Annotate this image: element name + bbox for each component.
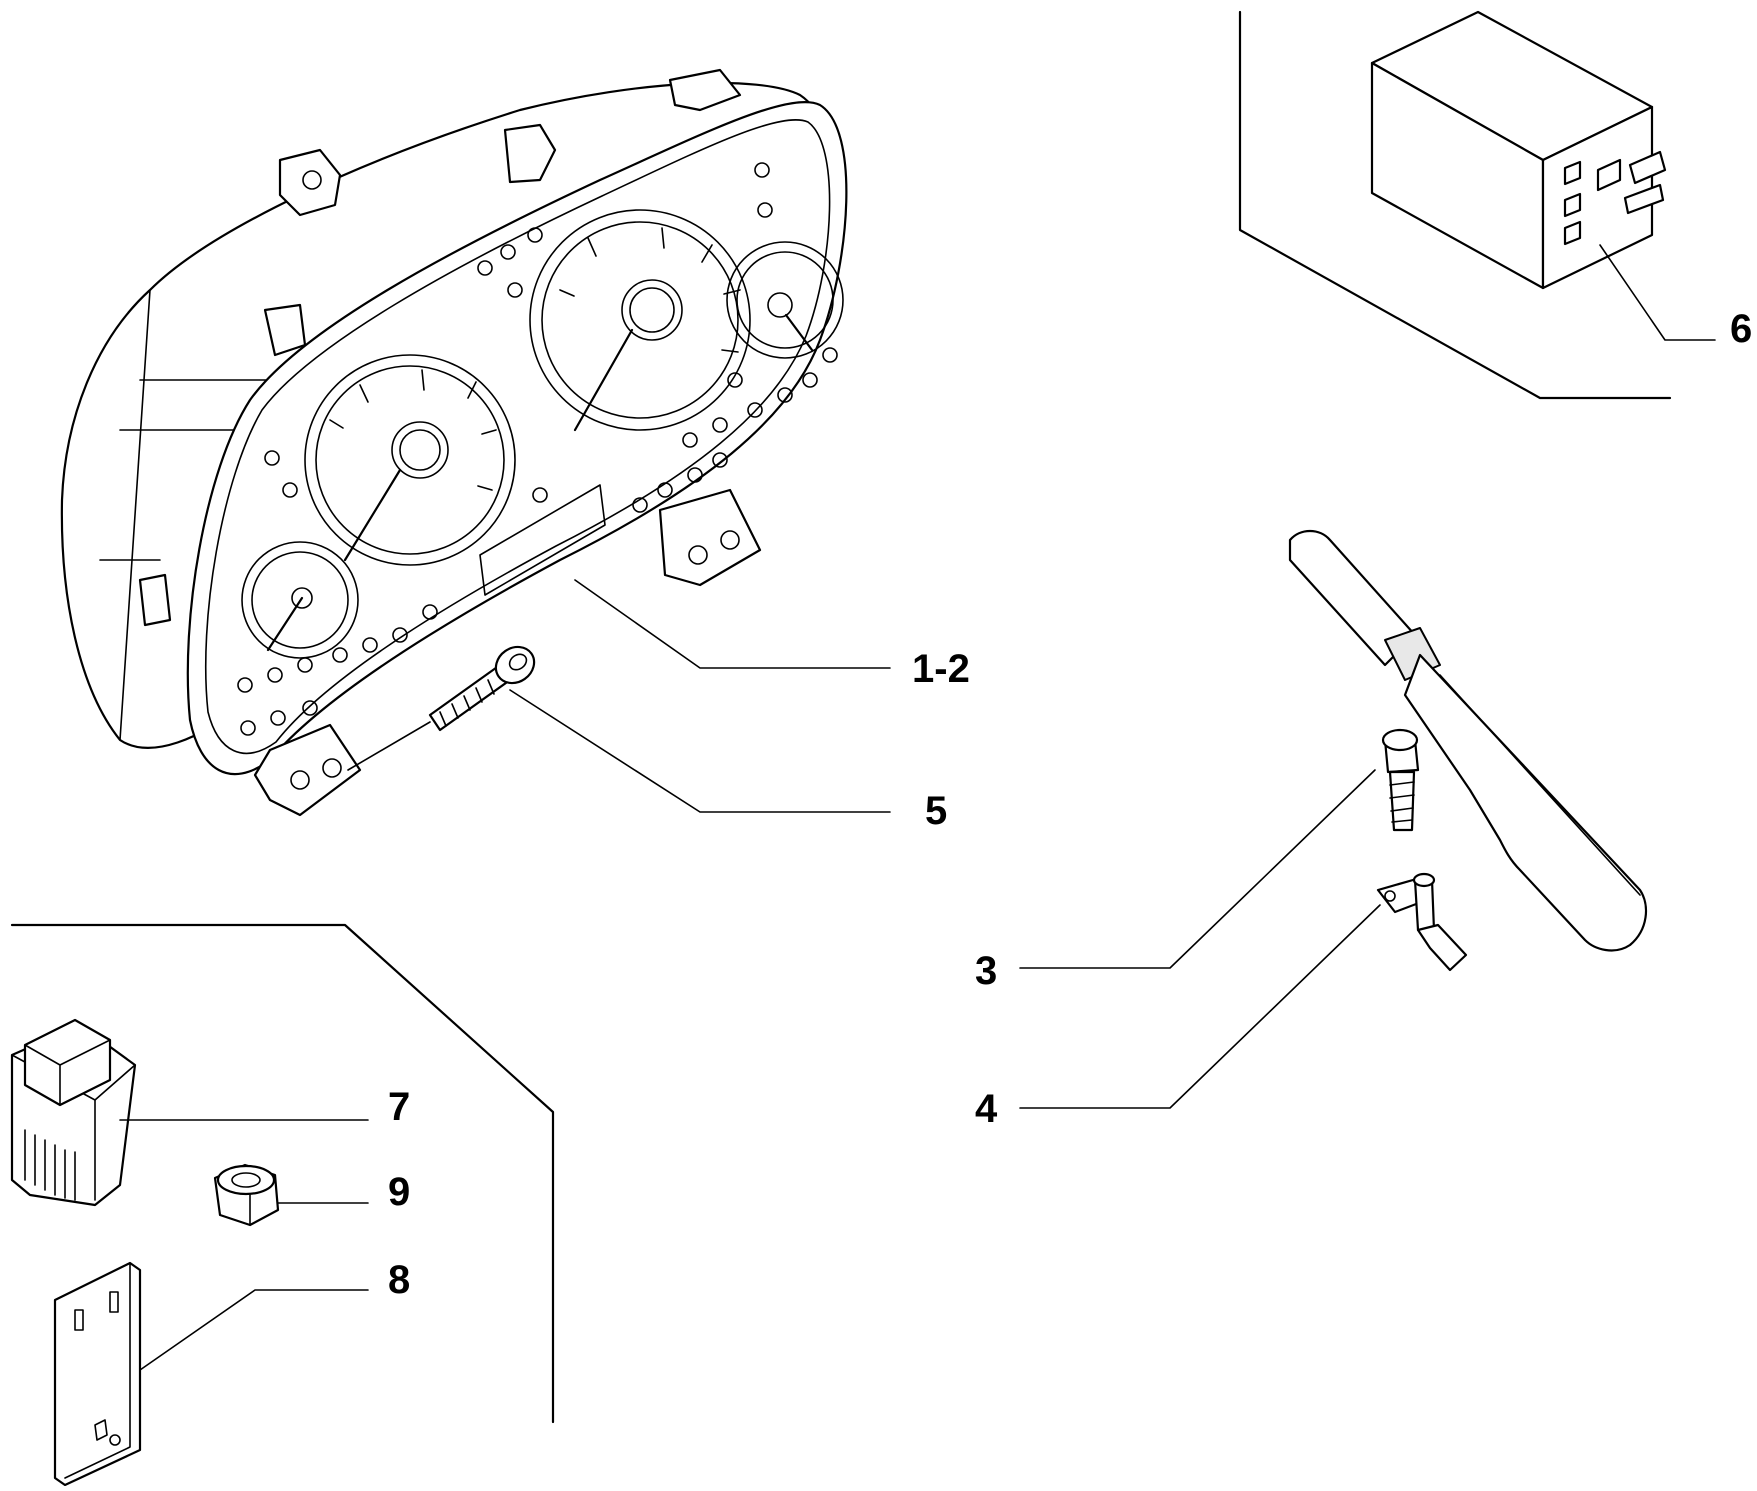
leader-4 — [1019, 904, 1381, 1109]
steering-lever — [1288, 529, 1647, 952]
cluster-top-tab-1 — [278, 148, 342, 217]
callout-6: 6 — [1730, 307, 1752, 351]
callout-5: 5 — [925, 789, 947, 833]
callout-1-2: 1-2 — [912, 647, 970, 691]
cluster-side-clip-2 — [138, 573, 172, 627]
cluster-top-tab-3 — [668, 68, 742, 112]
callout-4: 4 — [975, 1087, 998, 1131]
instrument-cluster — [60, 68, 848, 817]
lever-pin — [1376, 872, 1468, 972]
cluster-bottom-tab-right — [658, 488, 762, 587]
nut — [213, 1163, 280, 1227]
relay-terminals — [1563, 150, 1667, 246]
cluster-fixing-screw — [347, 645, 536, 771]
control-unit-ribs — [24, 1129, 76, 1201]
connector-plate — [53, 1261, 142, 1487]
lever-fixing-screw — [1381, 728, 1420, 832]
callout-9: 9 — [388, 1170, 410, 1214]
leader-8 — [139, 1289, 369, 1371]
speedometer-ticks — [329, 369, 497, 491]
control-unit-frame-line — [10, 923, 555, 1424]
callout-7: 7 — [388, 1085, 410, 1129]
cluster-top-tab-2 — [503, 123, 557, 184]
small-gauge-right — [726, 241, 844, 359]
cluster-front-face — [186, 100, 848, 776]
leader-5 — [509, 689, 891, 813]
relay-frame-line — [1238, 10, 1672, 400]
leader-6 — [1599, 244, 1716, 341]
control-unit — [10, 923, 555, 1424]
small-gauge-left — [241, 541, 359, 659]
callout-3: 3 — [975, 949, 997, 993]
leader-lines — [119, 244, 1716, 1371]
cluster-display-window — [479, 484, 606, 596]
callout-8: 8 — [388, 1258, 410, 1302]
relay-box — [1238, 10, 1672, 400]
warning-lights — [237, 162, 838, 736]
cluster-bottom-tab-left — [253, 723, 362, 817]
leader-1-2 — [574, 579, 891, 669]
tachometer-gauge — [529, 209, 751, 431]
speedometer-gauge — [304, 354, 516, 566]
leader-3 — [1019, 769, 1376, 969]
